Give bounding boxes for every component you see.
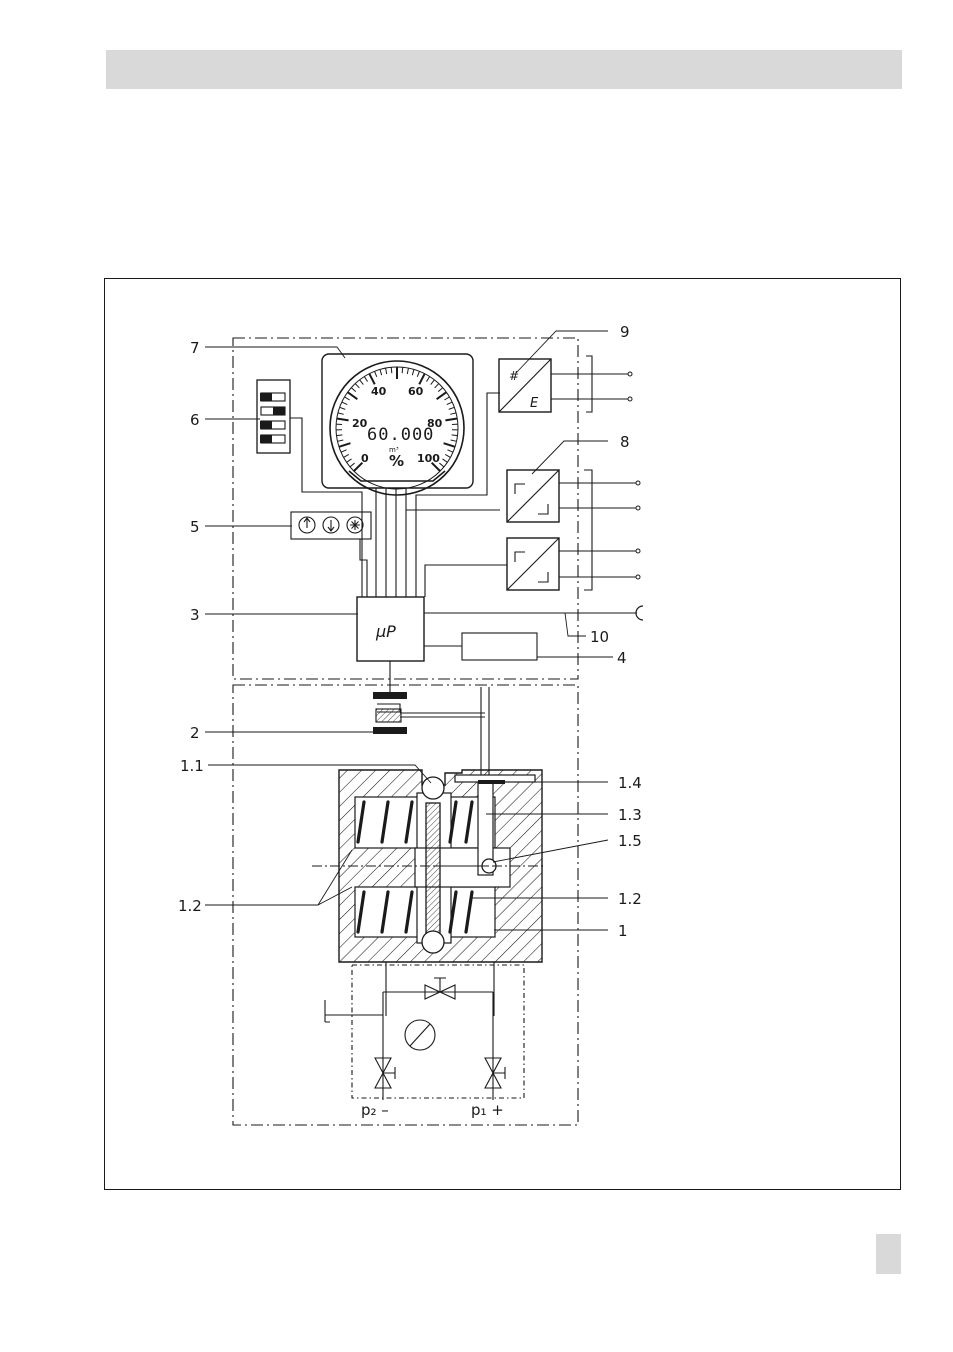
gauge-tick [445, 418, 457, 420]
gauge-tick [337, 440, 343, 441]
callout-7: 7 [190, 339, 200, 357]
gauge-tick [355, 384, 359, 388]
gauge-tick [350, 463, 355, 467]
converter-e: E [530, 396, 539, 411]
callout-8: 8 [620, 433, 630, 451]
gauge-tick [407, 368, 408, 374]
gauge-tick [402, 367, 403, 373]
gauge-tick [426, 376, 429, 381]
gauge-tick [347, 459, 352, 462]
gauge-tick [364, 376, 367, 381]
label-p2: p₂ – [361, 1101, 389, 1119]
converter-hash: # [509, 369, 519, 383]
gauge-tick [341, 450, 347, 452]
gauge-tick [344, 454, 349, 457]
valve-block-housing [352, 965, 524, 1098]
gauge-tick [437, 392, 447, 399]
callout-10: 10 [590, 628, 609, 646]
gauge-tick [340, 407, 346, 409]
gauge-tick [447, 402, 452, 405]
gauge-tick [435, 384, 439, 388]
callout-4: 4 [617, 649, 627, 667]
gauge-scale-20: 20 [352, 417, 368, 430]
gauge-display: 60.000 [367, 425, 434, 445]
callout-1-3: 1.3 [618, 806, 642, 824]
gauge-tick [452, 435, 458, 436]
callout-1-2-right: 1.2 [618, 890, 642, 908]
gauge-tick [369, 374, 374, 385]
gauge-tick [386, 368, 387, 374]
gauge-tick [336, 435, 342, 436]
callout-1-5: 1.5 [618, 832, 642, 850]
gauge-tick [412, 369, 414, 375]
callout-9: 9 [620, 323, 630, 341]
label-p1: p₁ + [471, 1101, 504, 1119]
gauge-tick [337, 418, 349, 420]
gauge-tick [338, 413, 344, 414]
gauge-tick [431, 380, 435, 385]
memory-4 [462, 633, 537, 660]
gauge-scale-100: 100 [417, 452, 440, 465]
hall-sensor [376, 709, 401, 722]
gauge-tick [375, 371, 377, 377]
output-connector [636, 606, 643, 620]
gauge-tick [339, 443, 350, 447]
gauge-tick [447, 450, 453, 452]
microprocessor-label: µP [375, 622, 396, 641]
gauge-tick [442, 459, 447, 462]
gauge-percent: % [389, 452, 404, 470]
gauge-tick [451, 440, 457, 441]
callout-3: 3 [190, 606, 200, 624]
gauge-tick [444, 443, 455, 447]
gauge-tick [439, 463, 444, 467]
gauge-scale-40: 40 [371, 385, 387, 398]
gauge-tick [380, 369, 382, 375]
gauge-tick [360, 380, 364, 385]
gauge-scale-0: 0 [361, 452, 369, 465]
gauge-tick [391, 367, 392, 373]
callout-6: 6 [190, 411, 200, 429]
callout-1-4: 1.4 [618, 774, 642, 792]
magnet-rod [426, 803, 440, 933]
gauge-tick [444, 397, 449, 400]
gauge-scale-60: 60 [408, 385, 424, 398]
gauge-tick [344, 397, 349, 400]
callout-1-2-left: 1.2 [178, 897, 202, 915]
gauge-tick [438, 388, 443, 392]
gauge-tick [351, 388, 356, 392]
gauge-tick [449, 407, 455, 409]
gauge-tick [445, 454, 450, 457]
gauge-tick [417, 371, 419, 377]
callout-1-1: 1.1 [180, 757, 204, 775]
callout-5: 5 [190, 518, 200, 536]
callout-1: 1 [618, 922, 628, 940]
gauge-tick [450, 413, 456, 414]
gauge-tick [419, 374, 424, 385]
callout-2: 2 [190, 724, 200, 742]
gauge-tick [342, 402, 347, 405]
gauge-tick [348, 392, 358, 399]
